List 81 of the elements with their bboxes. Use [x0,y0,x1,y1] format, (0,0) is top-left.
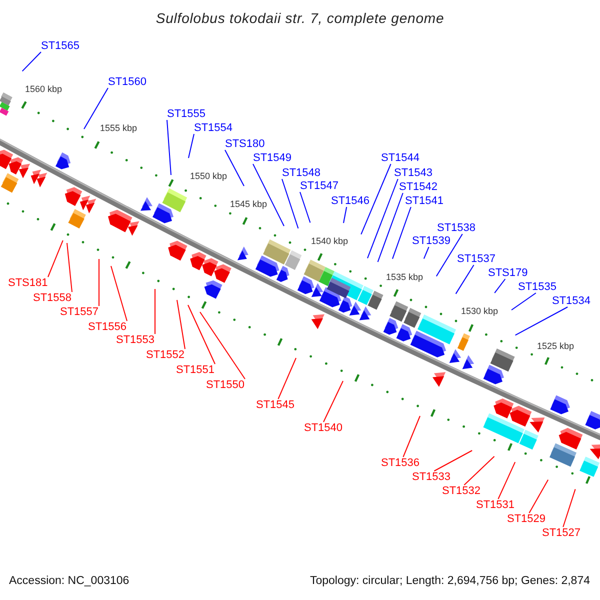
gene-label: ST1551 [176,364,215,376]
scale-label: 1550 kbp [190,171,228,181]
leader-line [323,380,344,422]
leader-line [166,120,172,176]
gene-label: ST1552 [146,349,185,361]
leader-line [188,304,216,364]
gene-label: ST1549 [253,152,292,164]
gene-label: ST1543 [394,167,433,179]
leader-line [84,88,108,130]
leader-line [514,306,568,336]
scale-label: 1545 kbp [230,199,268,209]
leader-line [252,164,284,226]
gene-label: STS180 [225,138,265,150]
gene-label: ST1537 [457,253,496,265]
leader-line [494,278,506,294]
gene-label: ST1540 [304,422,343,434]
gene-label: ST1546 [331,195,370,207]
gene-label: ST1532 [442,485,481,497]
gene-label: ST1535 [518,281,557,293]
leader-line [455,264,474,294]
leader-line [498,462,516,500]
gene-label: ST1541 [405,195,444,207]
leader-line [528,479,549,514]
leader-line [300,192,311,224]
gene-label: ST1556 [88,321,127,333]
leader-line [176,300,186,350]
gene-label: STS181 [8,277,48,289]
gene-label: ST1544 [381,152,420,164]
diagram-title: Sulfolobus tokodaii str. 7, complete genome [156,9,444,27]
gene-label: ST1560 [108,76,147,88]
scale-label: 1530 kbp [461,306,498,316]
gene-label: ST1534 [552,295,591,307]
leader-line [464,456,495,486]
leader-line [423,246,430,260]
gene-label: STS179 [488,267,528,279]
leader-line [511,292,536,310]
leader-line [278,358,296,400]
gene-label: ST1533 [412,471,451,483]
leader-line [343,206,348,224]
gene-label: ST1557 [60,306,99,318]
scale-label: 1535 kbp [386,272,424,282]
gene-label: ST1545 [256,399,295,411]
leader-line [367,178,398,259]
scale-label: 1525 kbp [537,341,574,351]
leader-line [98,258,100,306]
gene-label: ST1558 [33,292,72,304]
gene-label: ST1529 [507,513,546,525]
leader-line [154,288,156,334]
genome-info-text: Topology: circular; Length: 2,694,756 bp; Genes: 2,874 [310,574,590,588]
leader-line [377,192,404,262]
leader-line [48,240,64,278]
gene-label: ST1531 [476,499,515,511]
accession-text: Accession: NC_003106 [9,574,130,588]
leader-line [188,134,194,158]
gene-label: ST1565 [41,40,80,52]
leader-line [392,206,412,260]
leader-line [562,488,576,528]
gene-label: ST1554 [194,122,233,134]
leader-line [22,52,42,72]
gene-label: ST1542 [399,181,438,193]
leader-line [200,312,246,380]
leader-line [434,450,473,472]
leader-line [224,150,244,186]
gene-label: ST1550 [206,379,245,391]
gene-label: ST1548 [282,167,321,179]
leader-line [282,178,299,229]
leader-line [66,242,72,292]
gene-label: ST1539 [412,235,451,247]
scale-label: 1560 kbp [25,84,62,94]
gene-label: ST1527 [542,527,581,539]
leader-line [402,416,420,458]
leader-line [110,266,128,322]
scale-label: 1540 kbp [311,236,348,246]
gene-label: ST1538 [437,222,476,234]
leader-line [436,234,463,277]
gene-label: ST1536 [381,457,420,469]
leader-line [360,164,392,235]
gene-label: ST1553 [116,334,155,346]
gene-label: ST1555 [167,108,206,120]
scale-label: 1555 kbp [100,123,138,133]
gene-label: ST1547 [300,180,339,192]
